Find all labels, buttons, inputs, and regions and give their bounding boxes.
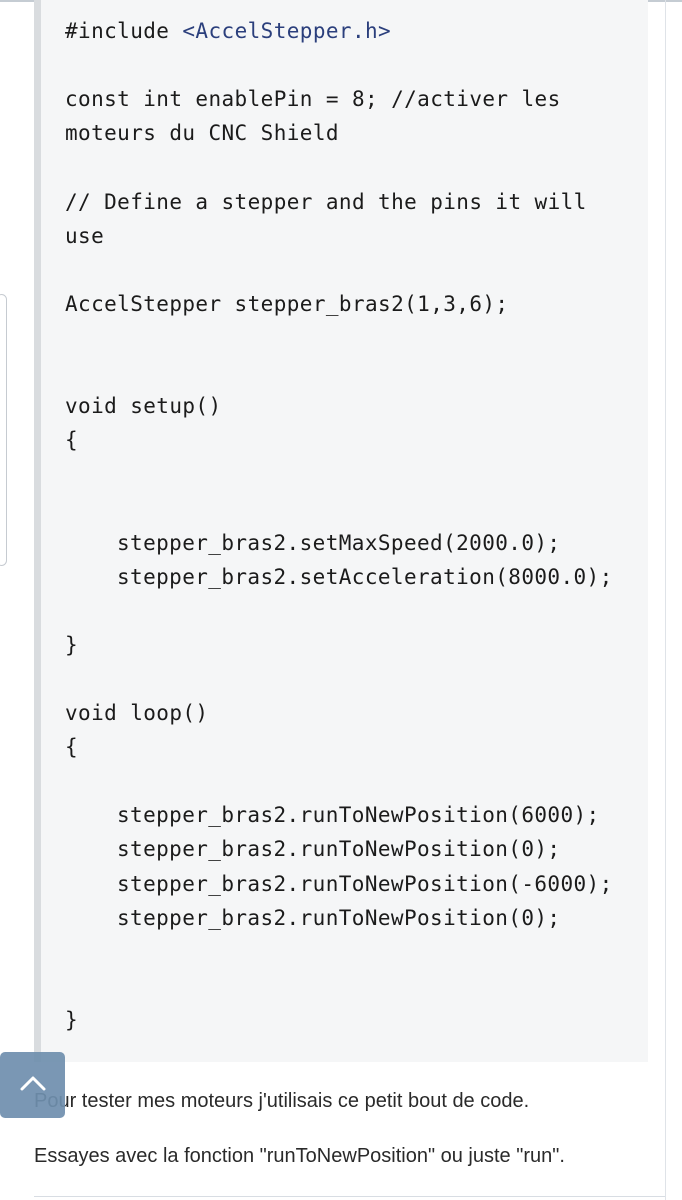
code-line: const int enablePin = 8; //activer les — [65, 87, 561, 111]
content-border-right — [665, 0, 666, 1200]
post-paragraph: Essayes avec la fonction "runToNewPositi… — [34, 1145, 565, 1167]
side-drawer-handle[interactable] — [0, 294, 7, 566]
code-line: stepper_bras2.runToNewPosition(-6000); — [117, 872, 613, 896]
code-line: stepper_bras2.runToNewPosition(0); — [117, 837, 561, 861]
code-line: AccelStepper stepper_bras2(1,3,6); — [65, 292, 509, 316]
code-line: stepper_bras2.setAcceleration(8000.0); — [117, 565, 613, 589]
code-line-include: #include <AccelStepper.h> — [65, 14, 391, 48]
code-line: void setup() — [65, 394, 222, 418]
code-include-header: <AccelStepper.h> — [182, 19, 392, 43]
code-include-directive: #include — [65, 19, 183, 43]
code-line: } — [65, 633, 79, 657]
post-paragraph: Pour tester mes moteurs j'utilisais ce p… — [34, 1090, 530, 1112]
post-divider — [34, 1196, 665, 1197]
code-line: { — [65, 428, 79, 452]
scroll-to-top-button[interactable] — [0, 1052, 65, 1118]
code-line: stepper_bras2.setMaxSpeed(2000.0); — [117, 531, 561, 555]
code-line: stepper_bras2.runToNewPosition(0); — [117, 906, 561, 930]
code-line: // Define a stepper and the pins it will — [65, 190, 587, 214]
code-line: } — [65, 1008, 79, 1032]
code-line: { — [65, 735, 79, 759]
code-line: stepper_bras2.runToNewPosition(6000); — [117, 803, 600, 827]
code-block — [34, 0, 648, 1062]
code-line: void loop() — [65, 701, 209, 725]
chevron-up-icon — [18, 1073, 48, 1097]
code-line: moteurs du CNC Shield — [65, 121, 339, 145]
code-line: use — [65, 224, 105, 248]
